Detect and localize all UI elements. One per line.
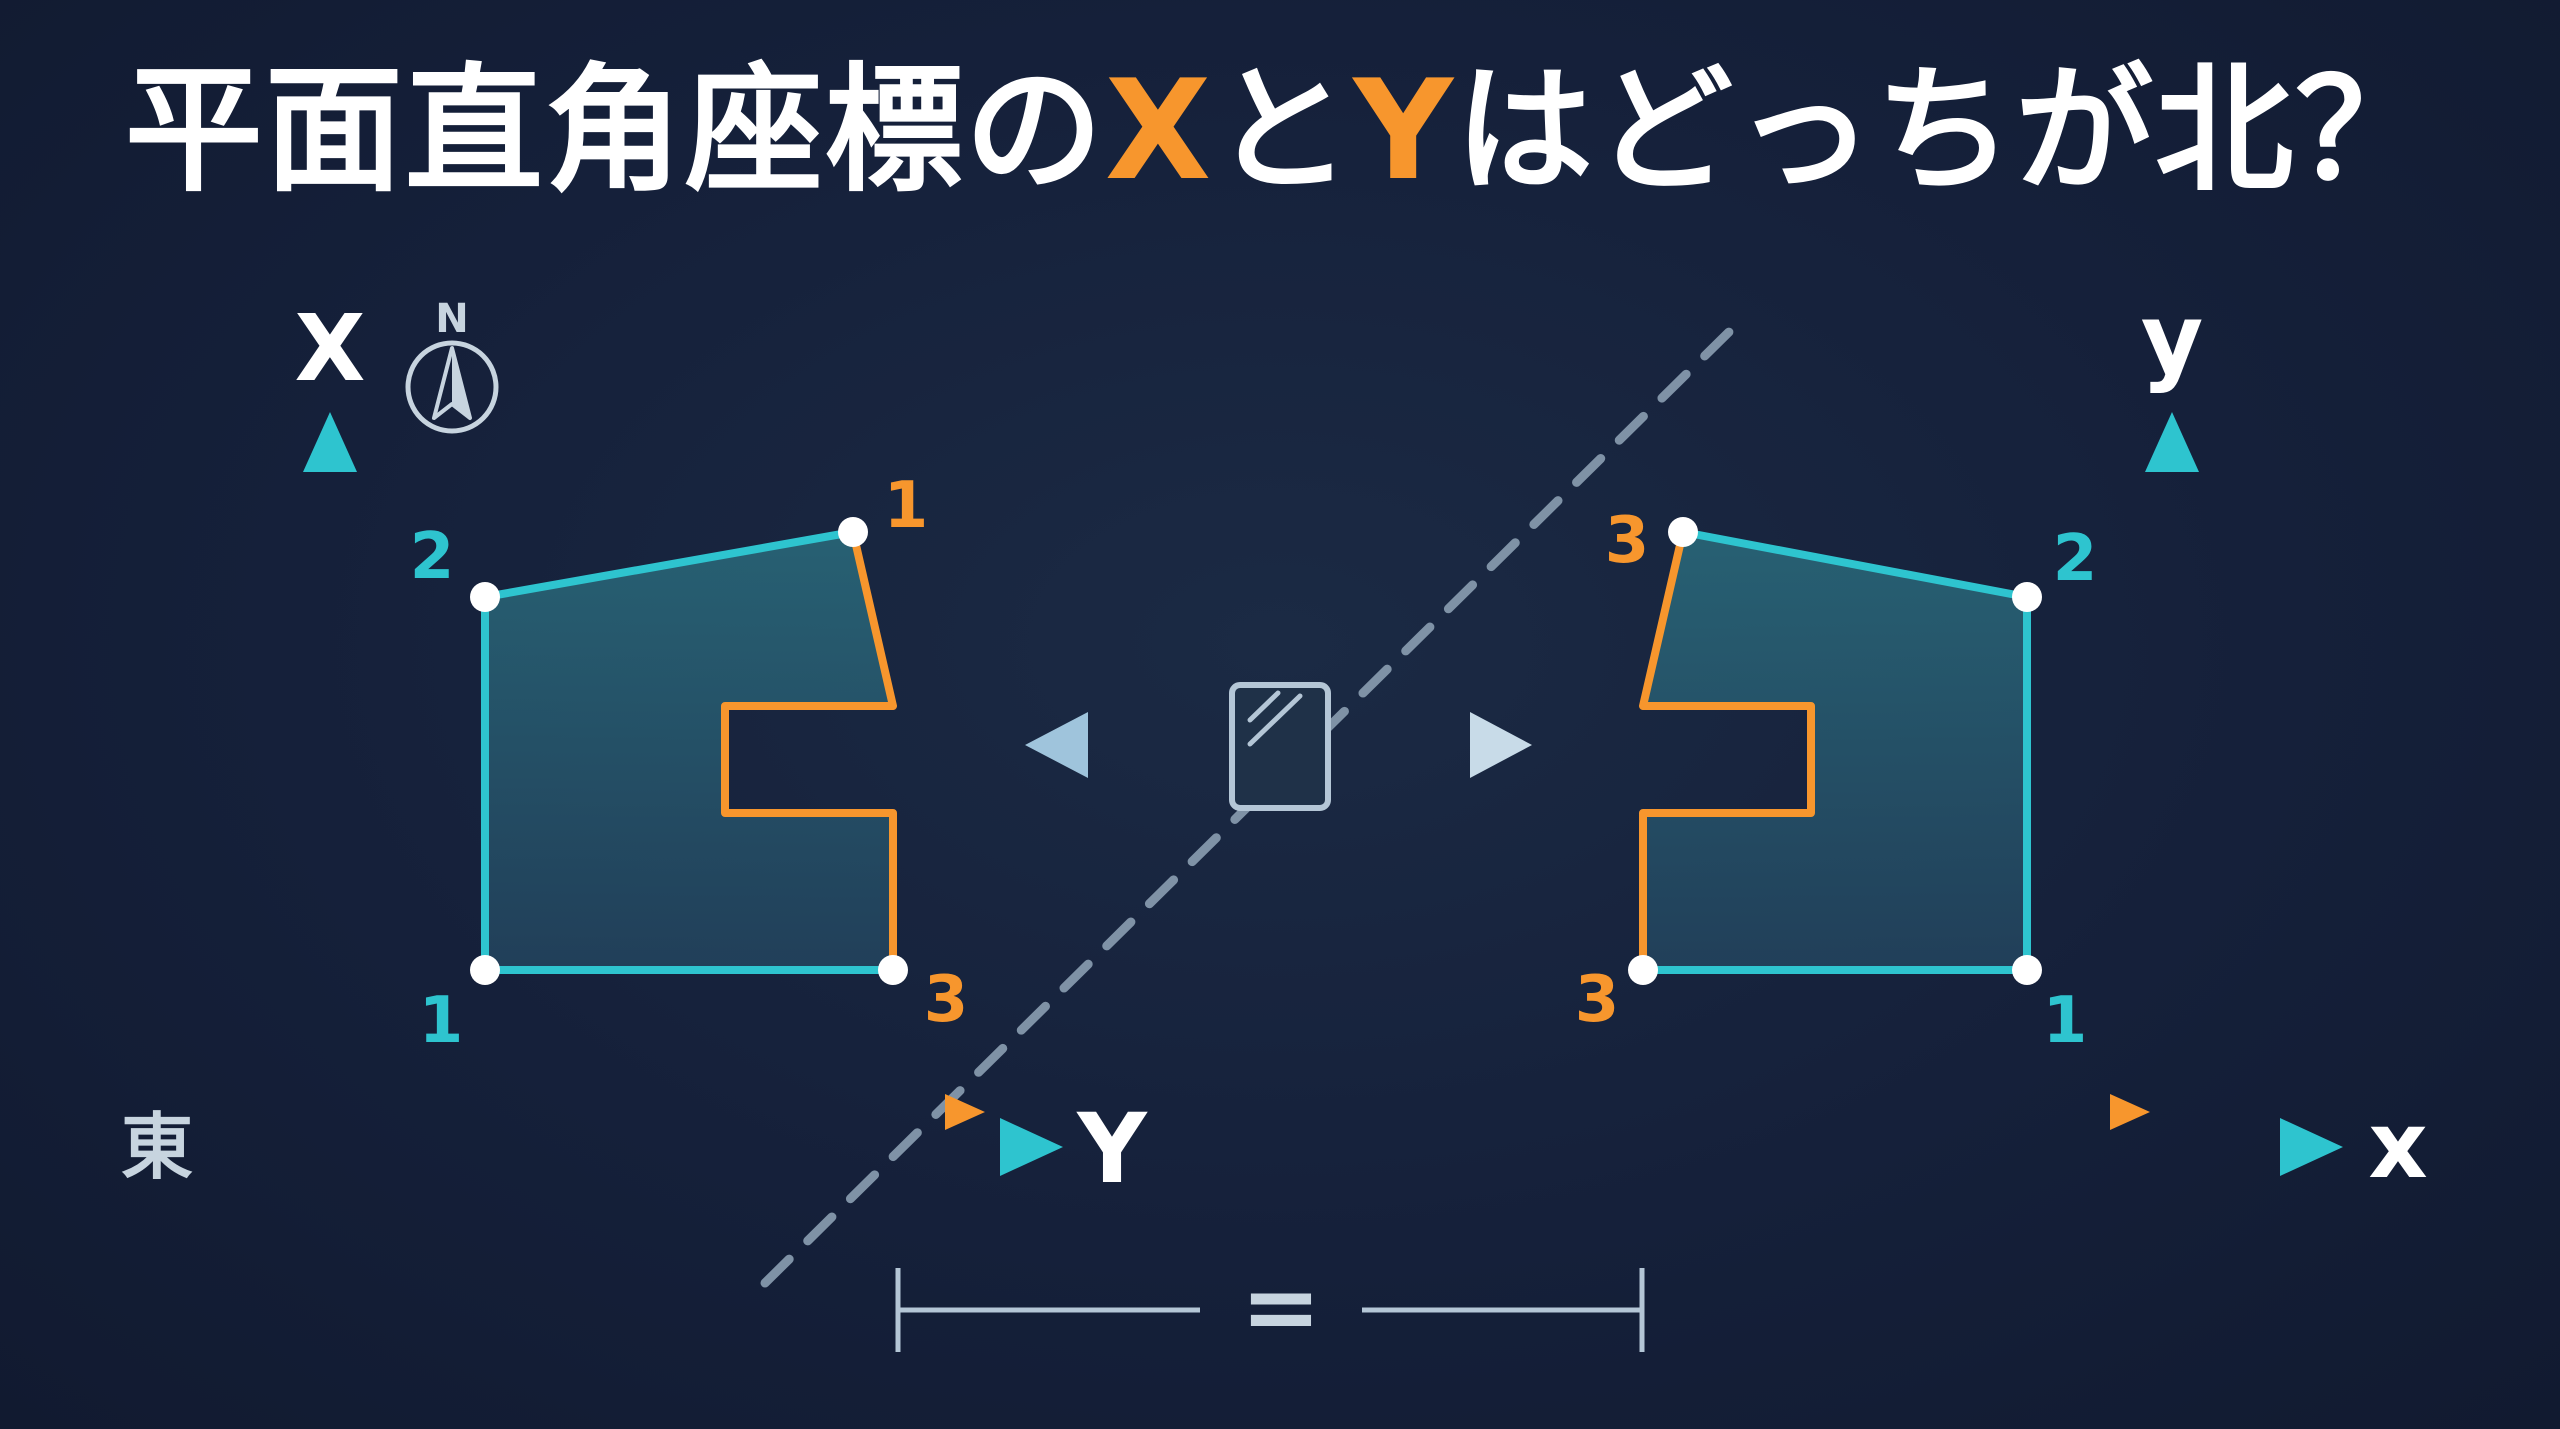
right-horizontal-axis-arrowhead — [2280, 1118, 2343, 1176]
right-parcel-orange-edges — [1639, 531, 1815, 970]
right-vertex-2 — [2012, 582, 2042, 612]
right-direction-arrowhead — [2110, 1094, 2150, 1130]
right-diagram: y x 3 2 3 1 — [1490, 283, 2428, 1258]
compass-icon: N — [405, 296, 499, 434]
left-vertex-label-1-top: 1 — [884, 469, 929, 543]
right-parcel-teal-edges — [1643, 528, 2031, 974]
left-parcel-teal-edges — [481, 528, 893, 974]
title-part2: と — [1213, 50, 1354, 211]
right-parcel-fill — [1643, 532, 2027, 970]
left-parcel-fill — [485, 532, 893, 970]
page-title: 平面直角座標のXとYはどっちが北？ — [0, 55, 2560, 207]
left-vertex-3 — [878, 955, 908, 985]
right-vertical-axis-arrowhead — [2145, 412, 2199, 472]
left-diagram: X Y 東 N 2 1 1 3 — [121, 295, 1148, 1258]
left-vertex-label-3: 3 — [924, 963, 969, 1037]
right-vertex-label-1: 1 — [2043, 984, 2088, 1058]
equal-distance-bracket: = — [895, 1251, 1645, 1363]
right-vertex-3-top — [1668, 517, 1698, 547]
left-vertical-axis-label: X — [295, 295, 366, 402]
right-horizontal-axis-label: x — [2368, 1092, 2427, 1199]
left-direction-arrowhead — [945, 1094, 985, 1130]
left-vertex-label-1-bottom: 1 — [419, 984, 464, 1058]
left-vertex-label-2: 2 — [410, 520, 455, 594]
left-horizontal-axis-arrowhead — [1000, 1118, 1063, 1176]
compass-north-label: N — [435, 296, 468, 342]
title-y: Y — [1353, 50, 1456, 211]
east-label: 東 — [121, 1105, 193, 1189]
left-parcel-orange-edges — [721, 531, 897, 970]
right-vertex-label-3-top: 3 — [1605, 504, 1650, 578]
right-vertex-label-2: 2 — [2053, 522, 2098, 596]
title-part3: はどっちが北？ — [1455, 50, 2436, 211]
mirror-icon — [1229, 682, 1331, 811]
right-vertex-label-3-bottom: 3 — [1575, 963, 1620, 1037]
title-x: X — [1104, 50, 1214, 211]
equals-label: = — [1241, 1251, 1321, 1363]
left-vertical-axis-arrowhead — [303, 412, 357, 472]
left-vertex-1-bottom — [470, 955, 500, 985]
right-vertical-axis-label: y — [2141, 283, 2204, 395]
double-arrow-icon — [1025, 712, 1532, 778]
title-part1: 平面直角座標の — [124, 50, 1105, 211]
left-vertex-1-top — [838, 517, 868, 547]
right-vertex-1 — [2012, 955, 2042, 985]
right-vertex-3-bottom — [1628, 955, 1658, 985]
left-vertex-2 — [470, 582, 500, 612]
left-horizontal-axis-label: Y — [1076, 1093, 1148, 1205]
